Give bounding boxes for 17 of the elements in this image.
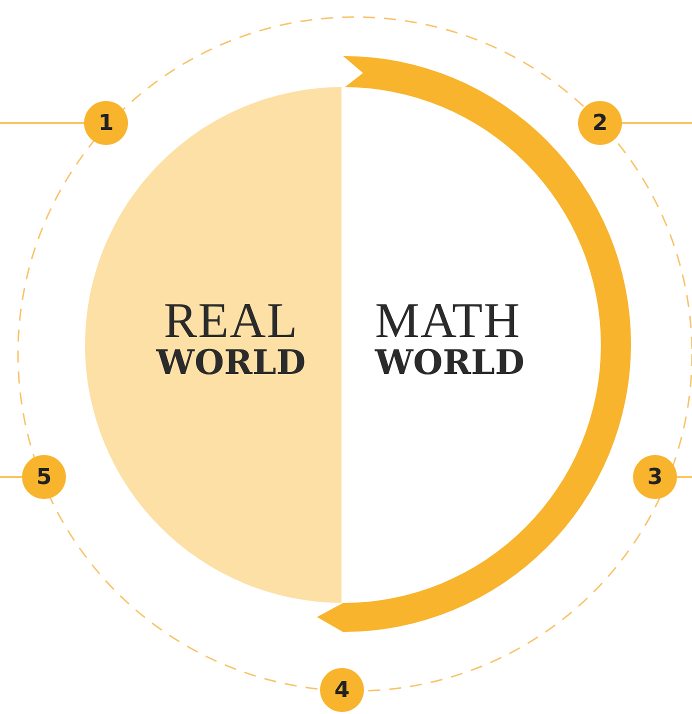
- leader-line: [622, 122, 692, 124]
- heading-subtext: WORLD: [156, 343, 306, 383]
- step-number: 5: [36, 464, 52, 490]
- leader-line: [0, 476, 22, 478]
- step-number: 3: [647, 464, 663, 490]
- leader-line: [0, 122, 84, 124]
- heading-text: REAL: [164, 297, 298, 343]
- step-number: 1: [98, 110, 114, 136]
- step-marker: [320, 668, 364, 712]
- heading-subtext: WORLD: [375, 343, 524, 383]
- step-number: 4: [334, 678, 350, 702]
- step-marker: [633, 455, 677, 499]
- step-marker: [578, 101, 622, 145]
- leader-line: [677, 476, 692, 478]
- step-number: 2: [592, 110, 608, 136]
- heading-text: MATH: [375, 297, 521, 343]
- step-marker: [22, 455, 66, 499]
